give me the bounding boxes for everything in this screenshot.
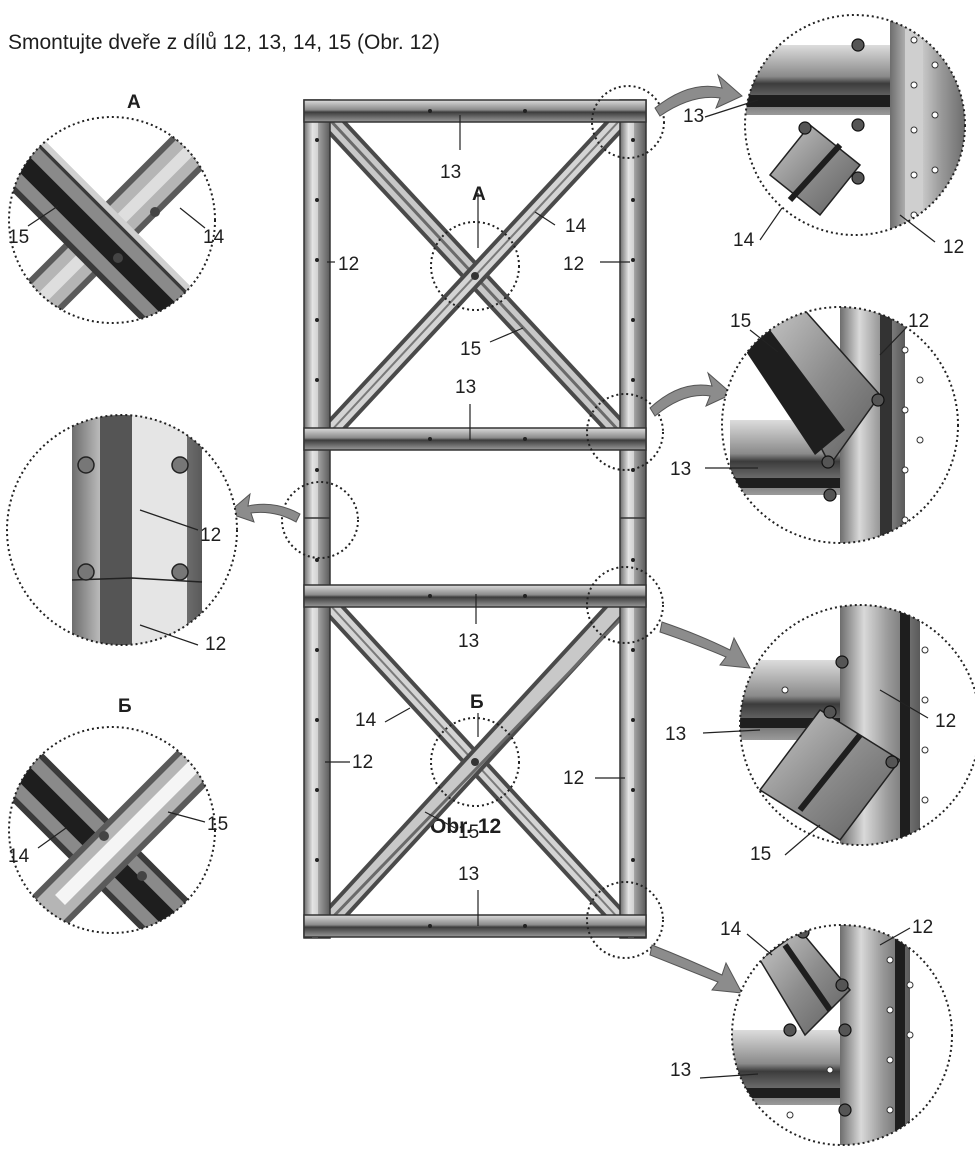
bottom-rail <box>303 914 647 938</box>
detail-a-label-15: 15 <box>8 227 29 248</box>
detail-b: Б 14 15 <box>8 696 228 934</box>
cross-bolt-a <box>471 272 479 280</box>
instruction-text: Smontujte dveře z dílů 12, 13, 14, 15 (O… <box>8 31 440 54</box>
detail-a-label-14: 14 <box>203 227 225 248</box>
label-middle-upper-rail: 13 <box>455 377 476 398</box>
detail-mr2-label-13: 13 <box>665 724 686 745</box>
detail-tr-label-13: 13 <box>683 106 704 127</box>
detail-post-joint: 12 12 <box>6 414 238 655</box>
cross-bolt-b <box>471 758 479 766</box>
label-diagonal-upper-14: 14 <box>565 216 587 237</box>
frame-callout-circles <box>281 85 665 959</box>
detail-br-label-14: 14 <box>720 919 742 940</box>
detail-top-right: 13 14 12 <box>683 14 966 258</box>
marker-a: А <box>472 184 486 205</box>
detail-b-label-15: 15 <box>207 814 228 835</box>
detail-mr2-label-12: 12 <box>935 711 956 732</box>
label-diagonal-upper-15: 15 <box>460 339 481 360</box>
detail-tr-label-12: 12 <box>943 237 964 258</box>
detail-mr1-label-15: 15 <box>730 311 751 332</box>
top-rail <box>303 99 647 123</box>
detail-joint-label-upper: 12 <box>200 525 221 546</box>
figure-caption: Obr. 12 <box>430 815 502 838</box>
marker-b: Б <box>470 692 484 713</box>
detail-a: А 15 14 <box>8 92 225 324</box>
label-bottom-rail: 13 <box>458 864 479 885</box>
middle-upper-rail <box>303 427 647 451</box>
detail-a-title: А <box>127 92 141 113</box>
detail-br-label-13: 13 <box>670 1060 691 1081</box>
label-right-upper-post: 12 <box>563 254 584 275</box>
detail-tr-label-14: 14 <box>733 230 755 251</box>
detail-mid-upper-right: 15 12 13 <box>670 306 959 544</box>
detail-mr1-label-13: 13 <box>670 459 691 480</box>
detail-b-label-14: 14 <box>8 846 30 867</box>
label-diagonal-lower-15: 15 <box>458 822 479 843</box>
detail-mr2-label-15: 15 <box>750 844 771 865</box>
label-left-upper-post: 12 <box>338 254 359 275</box>
callout-arrows <box>227 73 751 994</box>
middle-lower-rail <box>303 584 647 608</box>
detail-b-title: Б <box>118 696 132 717</box>
label-right-lower-post: 12 <box>563 768 584 789</box>
detail-br-label-12: 12 <box>912 917 933 938</box>
label-middle-lower-rail: 13 <box>458 631 479 652</box>
detail-mid-lower-right: 13 12 15 <box>665 604 975 865</box>
detail-joint-label-lower: 12 <box>205 634 226 655</box>
door-frame <box>303 99 647 939</box>
label-left-lower-post: 12 <box>352 752 373 773</box>
detail-mr1-label-12: 12 <box>908 311 929 332</box>
detail-bottom-right: 14 12 13 <box>670 917 953 1146</box>
label-diagonal-lower-14: 14 <box>355 710 377 731</box>
label-top-rail: 13 <box>440 162 461 183</box>
